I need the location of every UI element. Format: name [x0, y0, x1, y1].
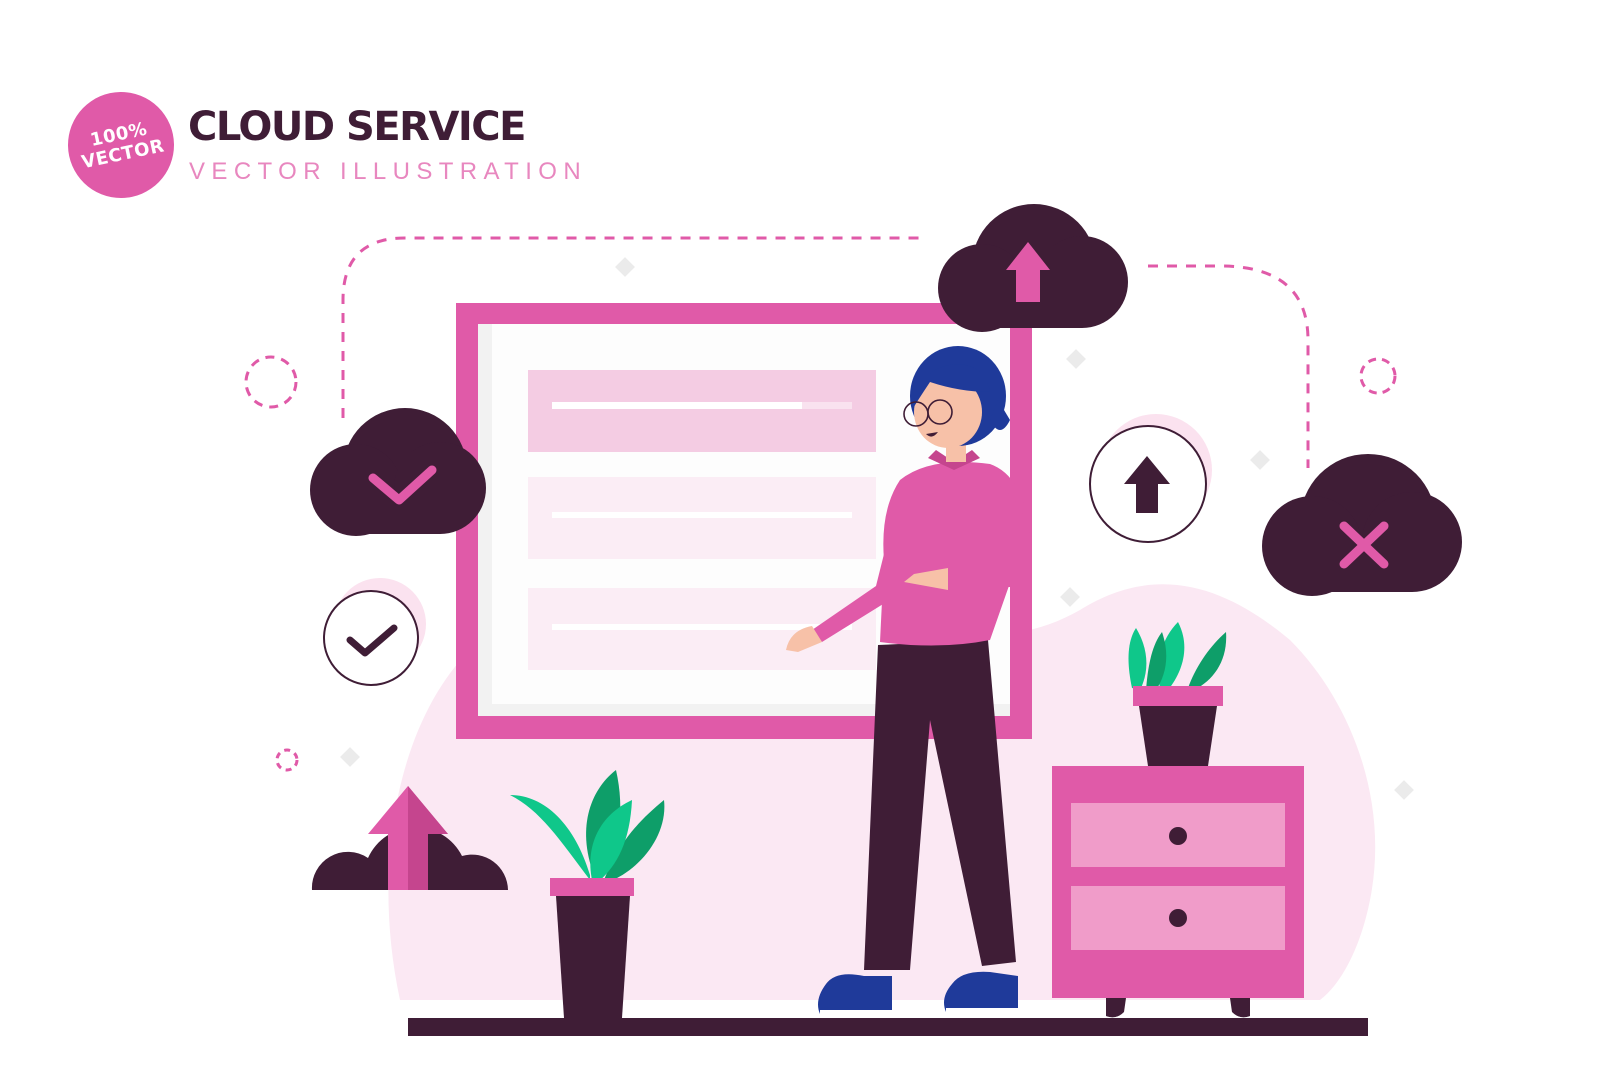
diamond-deco — [1060, 587, 1080, 607]
diamond-deco — [1066, 349, 1086, 369]
diamond-deco — [340, 747, 360, 767]
floor-line — [408, 1018, 1368, 1036]
dashed-path-left — [341, 236, 925, 418]
cloud-upload-icon — [938, 204, 1128, 332]
diamond-deco — [1394, 780, 1414, 800]
dashed-path-right — [1148, 264, 1310, 468]
dashed-circle-deco — [1359, 357, 1397, 395]
diamond-deco — [615, 257, 635, 277]
dashed-circle-deco — [275, 748, 299, 772]
potted-plant-left — [510, 770, 665, 1018]
upload-circle-icon — [1089, 414, 1212, 543]
dashed-circle-deco — [244, 355, 298, 409]
woman-figure — [786, 346, 1032, 1016]
diamond-deco — [1250, 450, 1270, 470]
cloud-error-icon — [1262, 454, 1462, 596]
page-title: CLOUD SERVICE — [188, 104, 526, 150]
check-circle-icon — [323, 578, 426, 686]
cloud-arrow-up-icon — [311, 786, 508, 890]
cloud-check-icon — [310, 408, 486, 536]
potted-plant-cabinet — [1128, 622, 1227, 766]
drawer-cabinet — [1052, 766, 1304, 1018]
page-subtitle: VECTOR ILLUSTRATION — [189, 158, 588, 185]
